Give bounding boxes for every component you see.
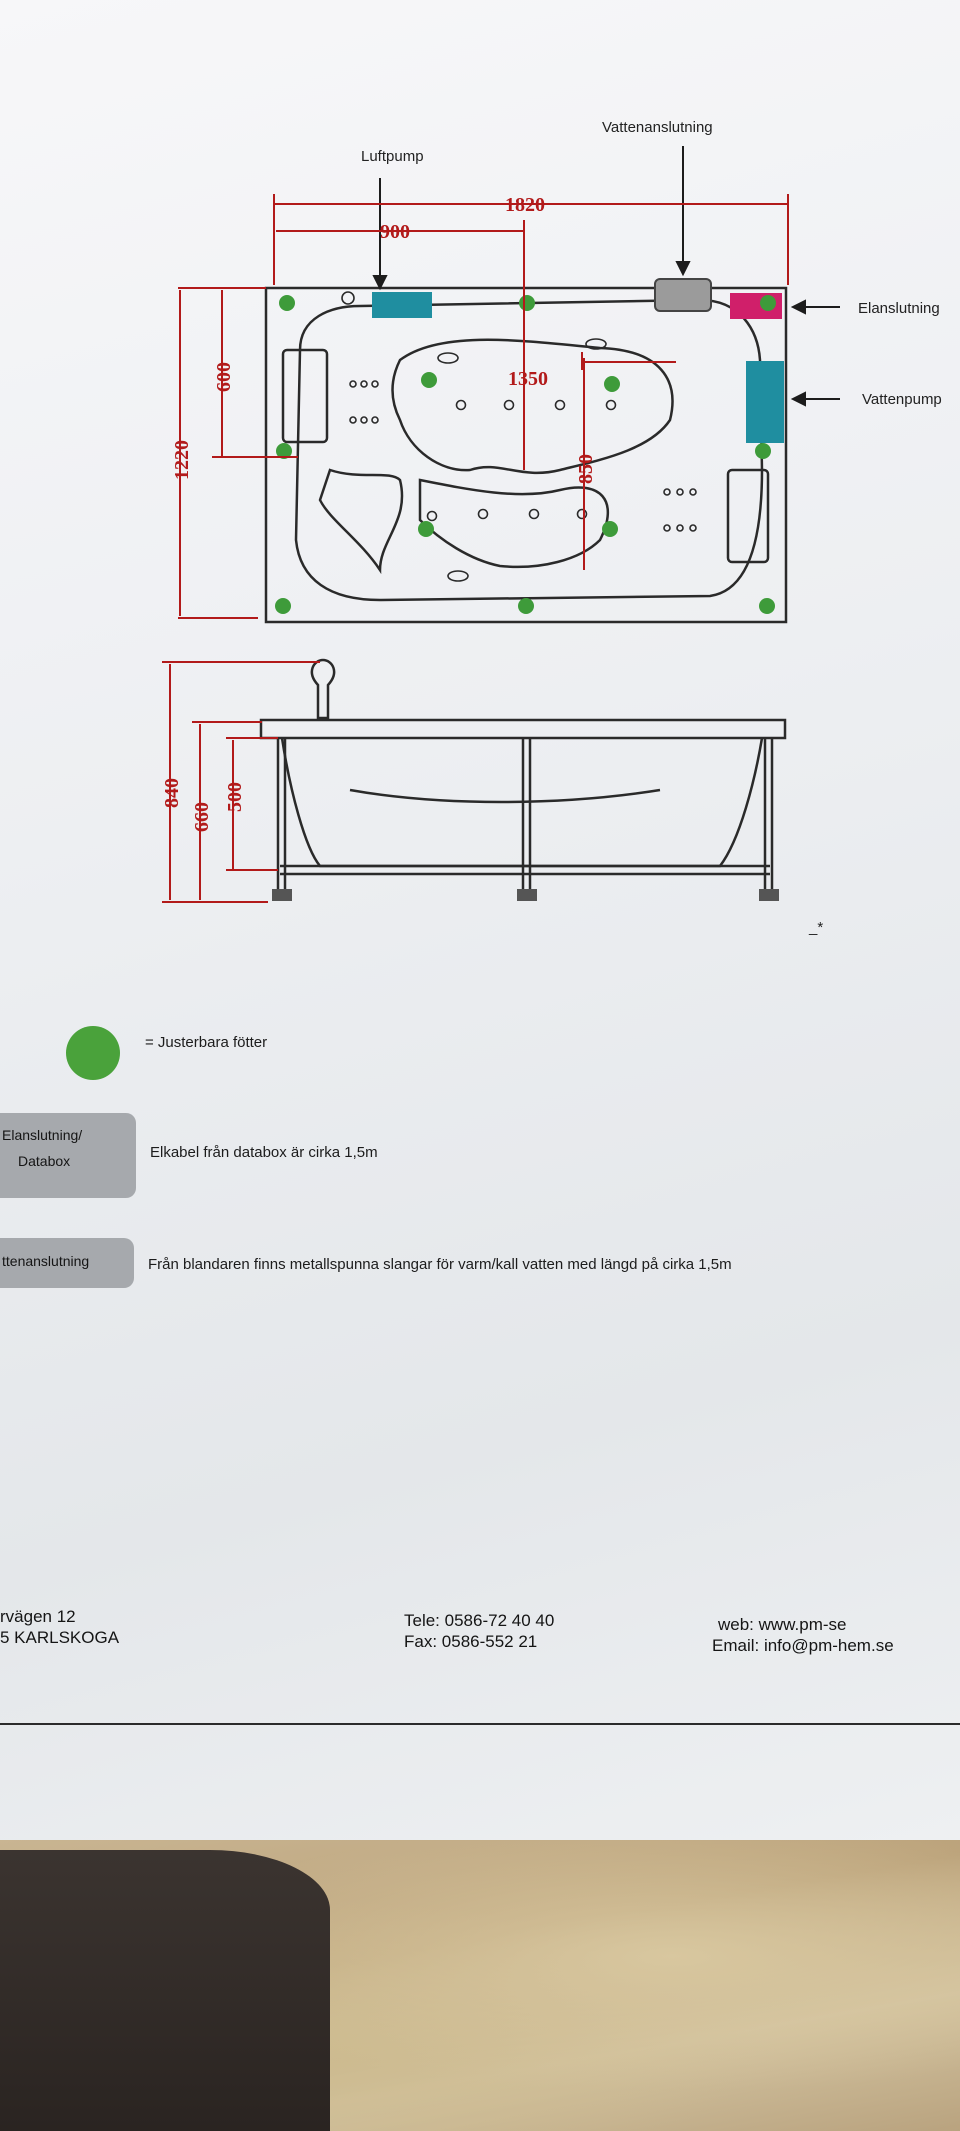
tag-elanslutning-line2: Databox (18, 1153, 71, 1169)
dim-1820: 1820 (505, 194, 545, 216)
footer-address: rvägen 12 5 KARLSKOGA (0, 1606, 119, 1648)
web-line: web: www.pm-se (718, 1615, 847, 1634)
faucet-shape (310, 658, 336, 720)
dim-1350: 1350 (508, 368, 548, 390)
footer-rule (0, 1723, 960, 1725)
luftpump-box (372, 292, 432, 318)
side-seat (349, 788, 661, 804)
label-vattenanslutning: Vattenanslutning (602, 119, 713, 136)
dim-660: 660 (191, 802, 213, 832)
legend-dot-text: = Justerbara fötter (145, 1034, 268, 1051)
foot-dot-legend (66, 1026, 120, 1080)
fax-line: Fax: 0586-552 21 (404, 1632, 538, 1651)
dim-500: 500 (224, 782, 246, 812)
star-mark: _* (808, 919, 823, 936)
side-dimension-lines (162, 661, 320, 903)
side-feet (272, 889, 779, 901)
dim-850: 850 (575, 454, 597, 484)
dim-600: 600 (213, 362, 235, 392)
top-view (264, 286, 788, 624)
tag-vattenanslutning: ttenanslutning (0, 1238, 134, 1288)
footer-web: web: www.pm-se Email: info@pm-hem.se (712, 1614, 894, 1656)
vattenanslutning-box (654, 278, 712, 312)
legend-row-vattenanslutning: Från blandaren finns metallspunna slanga… (148, 1256, 732, 1273)
label-luftpump: Luftpump (361, 148, 424, 165)
jets (341, 291, 697, 582)
tag-elanslutning-line1: Elanslutning/ (2, 1127, 83, 1143)
pillow-right (726, 468, 770, 564)
dimension-lines (178, 194, 789, 619)
tag-vattenanslutning-line1: ttenanslutning (2, 1253, 90, 1269)
address-line1: rvägen 12 (0, 1607, 76, 1626)
side-rim (259, 718, 787, 740)
bathtub-drawing: 1820 900 1350 1220 600 850 Luftpump Vatt… (161, 119, 942, 936)
dim-900: 900 (380, 221, 410, 243)
footer-phone: Tele: 0586-72 40 40 Fax: 0586-552 21 (404, 1610, 554, 1652)
lounge-contour (318, 468, 404, 575)
tag-elanslutning: Elanslutning/ Databox (0, 1113, 136, 1198)
legend-row-elanslutning: Elkabel från databox är cirka 1,5m (150, 1144, 378, 1161)
dim-840: 840 (161, 778, 183, 808)
floor-shadow (0, 1850, 330, 2131)
label-vattenpump: Vattenpump (862, 391, 942, 408)
dim-1220: 1220 (171, 440, 193, 480)
armrest-contour (418, 478, 610, 569)
tele-line: Tele: 0586-72 40 40 (404, 1611, 555, 1630)
inner-basin (294, 298, 764, 602)
side-view (259, 658, 787, 890)
vattenpump-box (746, 361, 784, 443)
address-line2: 5 KARLSKOGA (0, 1628, 120, 1647)
label-elanslutning: Elanslutning (858, 300, 940, 317)
seat-contour (391, 338, 674, 475)
tub-outline (264, 286, 788, 624)
email-line: Email: info@pm-hem.se (712, 1636, 894, 1655)
pillow-left (281, 348, 329, 444)
